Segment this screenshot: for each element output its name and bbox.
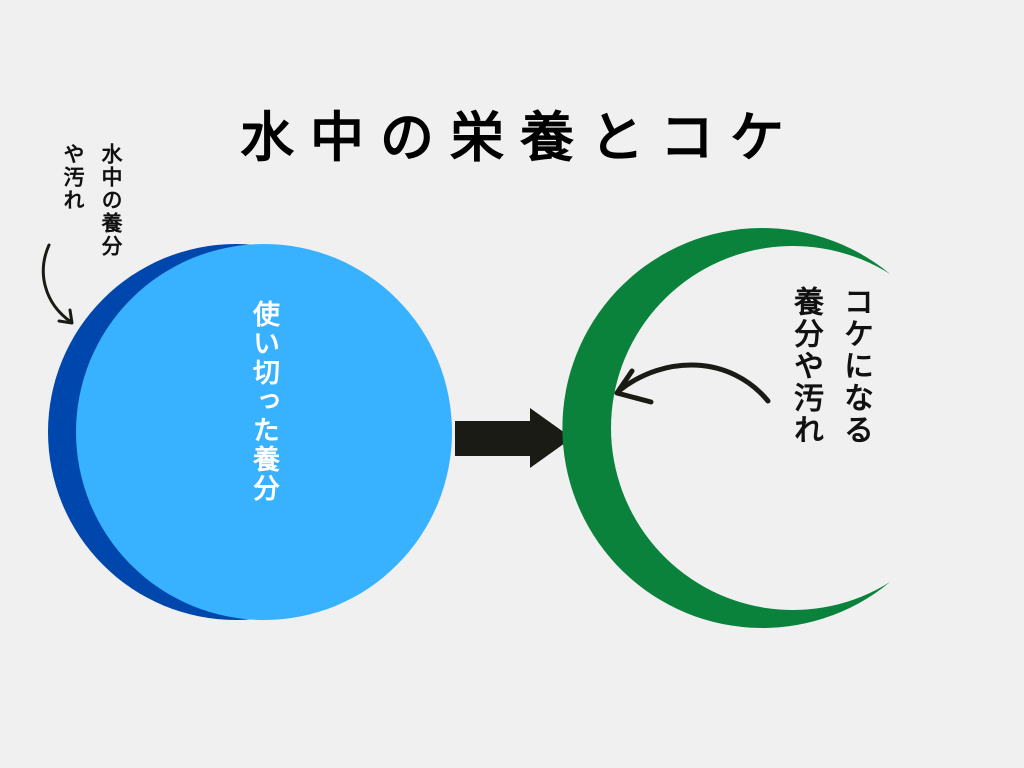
arrow-right-icon <box>455 408 572 468</box>
light-blue-circle <box>76 244 452 620</box>
small-curved-arrow-icon <box>41 243 74 325</box>
used-nutrients-label: 使い切った養分 <box>248 300 279 503</box>
page-title: 水中の栄養とコケ <box>240 106 800 169</box>
small-note-label: 水中の養分 や汚れ <box>61 143 123 258</box>
algae-nutrients-label: コケになる 養分や汚れ <box>788 286 873 446</box>
curved-arrow-icon <box>614 362 771 405</box>
